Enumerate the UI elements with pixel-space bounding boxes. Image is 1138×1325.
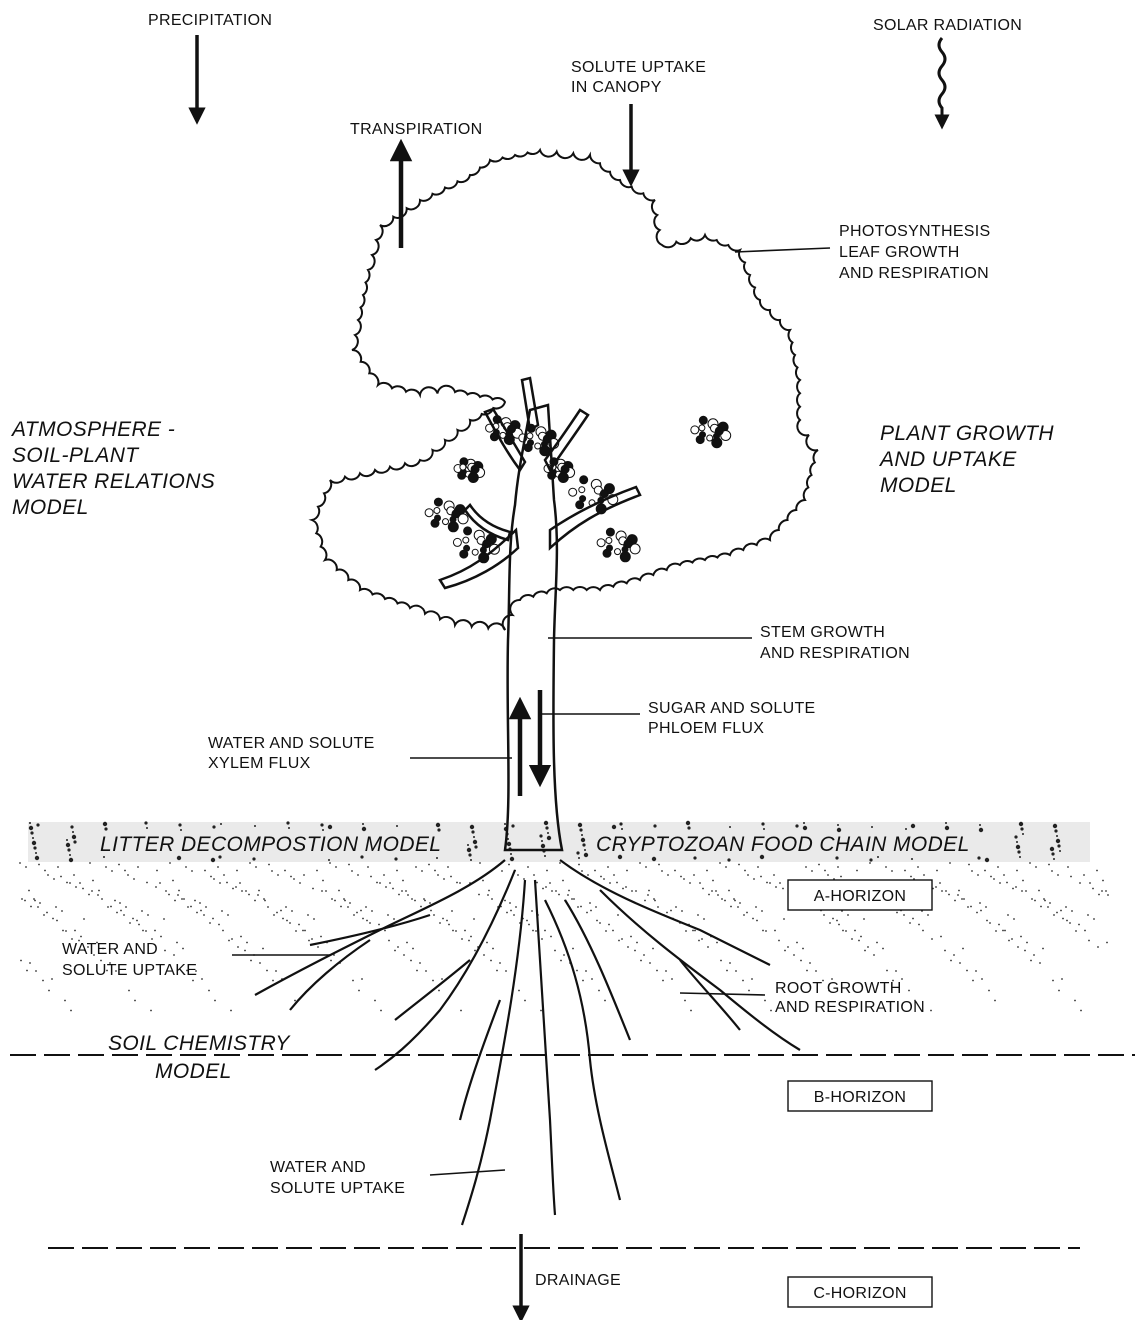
root-growth-label-2: AND RESPIRATION bbox=[775, 999, 925, 1016]
plant-growth-model-1: PLANT GROWTH bbox=[880, 422, 1054, 445]
b-horizon-label: B-HORIZON bbox=[814, 1089, 906, 1106]
water-relations-model-3: WATER RELATIONS bbox=[12, 470, 215, 493]
canopy-solute-label-1: SOLUTE UPTAKE bbox=[571, 59, 706, 76]
phloem-label-2: PHLOEM FLUX bbox=[648, 720, 764, 737]
solar-radiation-arrow bbox=[939, 38, 945, 122]
soil-chemistry-model-2: MODEL bbox=[155, 1060, 232, 1083]
water-relations-model-2: SOIL-PLANT bbox=[12, 444, 140, 467]
a-horizon-soil-dots bbox=[19, 862, 1109, 1011]
solar-radiation-label: SOLAR RADIATION bbox=[873, 17, 1022, 34]
soil-chemistry-model-1: SOIL CHEMISTRY bbox=[108, 1032, 291, 1055]
tree-trunk bbox=[505, 405, 562, 850]
stem-growth-label-1: STEM GROWTH bbox=[760, 624, 885, 641]
photosynthesis-label-2: LEAF GROWTH bbox=[839, 244, 960, 261]
photosynthesis-label-3: AND RESPIRATION bbox=[839, 265, 989, 282]
a-horizon-label: A-HORIZON bbox=[814, 888, 906, 905]
precipitation-label: PRECIPITATION bbox=[148, 12, 272, 29]
transpiration-label: TRANSPIRATION bbox=[350, 121, 483, 138]
phloem-label-1: SUGAR AND SOLUTE bbox=[648, 700, 816, 717]
lower-uptake-label-1: WATER AND bbox=[270, 1159, 366, 1176]
cryptozoan-model-label: CRYPTOZOAN FOOD CHAIN MODEL bbox=[596, 833, 970, 856]
drainage-label: DRAINAGE bbox=[535, 1272, 621, 1289]
c-horizon-label: C-HORIZON bbox=[813, 1285, 906, 1302]
plant-growth-model-3: MODEL bbox=[880, 474, 957, 497]
canopy-solute-label-2: IN CANOPY bbox=[571, 79, 662, 96]
xylem-label-1: WATER AND SOLUTE bbox=[208, 735, 375, 752]
lower-uptake-label-2: SOLUTE UPTAKE bbox=[270, 1180, 405, 1197]
water-relations-model-1: ATMOSPHERE - bbox=[10, 418, 175, 441]
root-growth-label-1: ROOT GROWTH bbox=[775, 980, 902, 997]
photosynthesis-label-1: PHOTOSYNTHESIS bbox=[839, 223, 991, 240]
litter-model-label: LITTER DECOMPOSTION MODEL bbox=[100, 833, 441, 856]
upper-uptake-label-1: WATER AND bbox=[62, 941, 158, 958]
plant-growth-model-2: AND UPTAKE bbox=[878, 448, 1017, 471]
water-relations-model-4: MODEL bbox=[12, 496, 89, 519]
xylem-label-2: XYLEM FLUX bbox=[208, 755, 311, 772]
upper-uptake-label-2: SOLUTE UPTAKE bbox=[62, 962, 197, 979]
foliage-clumps bbox=[425, 416, 731, 563]
stem-growth-label-2: AND RESPIRATION bbox=[760, 645, 910, 662]
tree-canopy-outline bbox=[312, 150, 818, 630]
